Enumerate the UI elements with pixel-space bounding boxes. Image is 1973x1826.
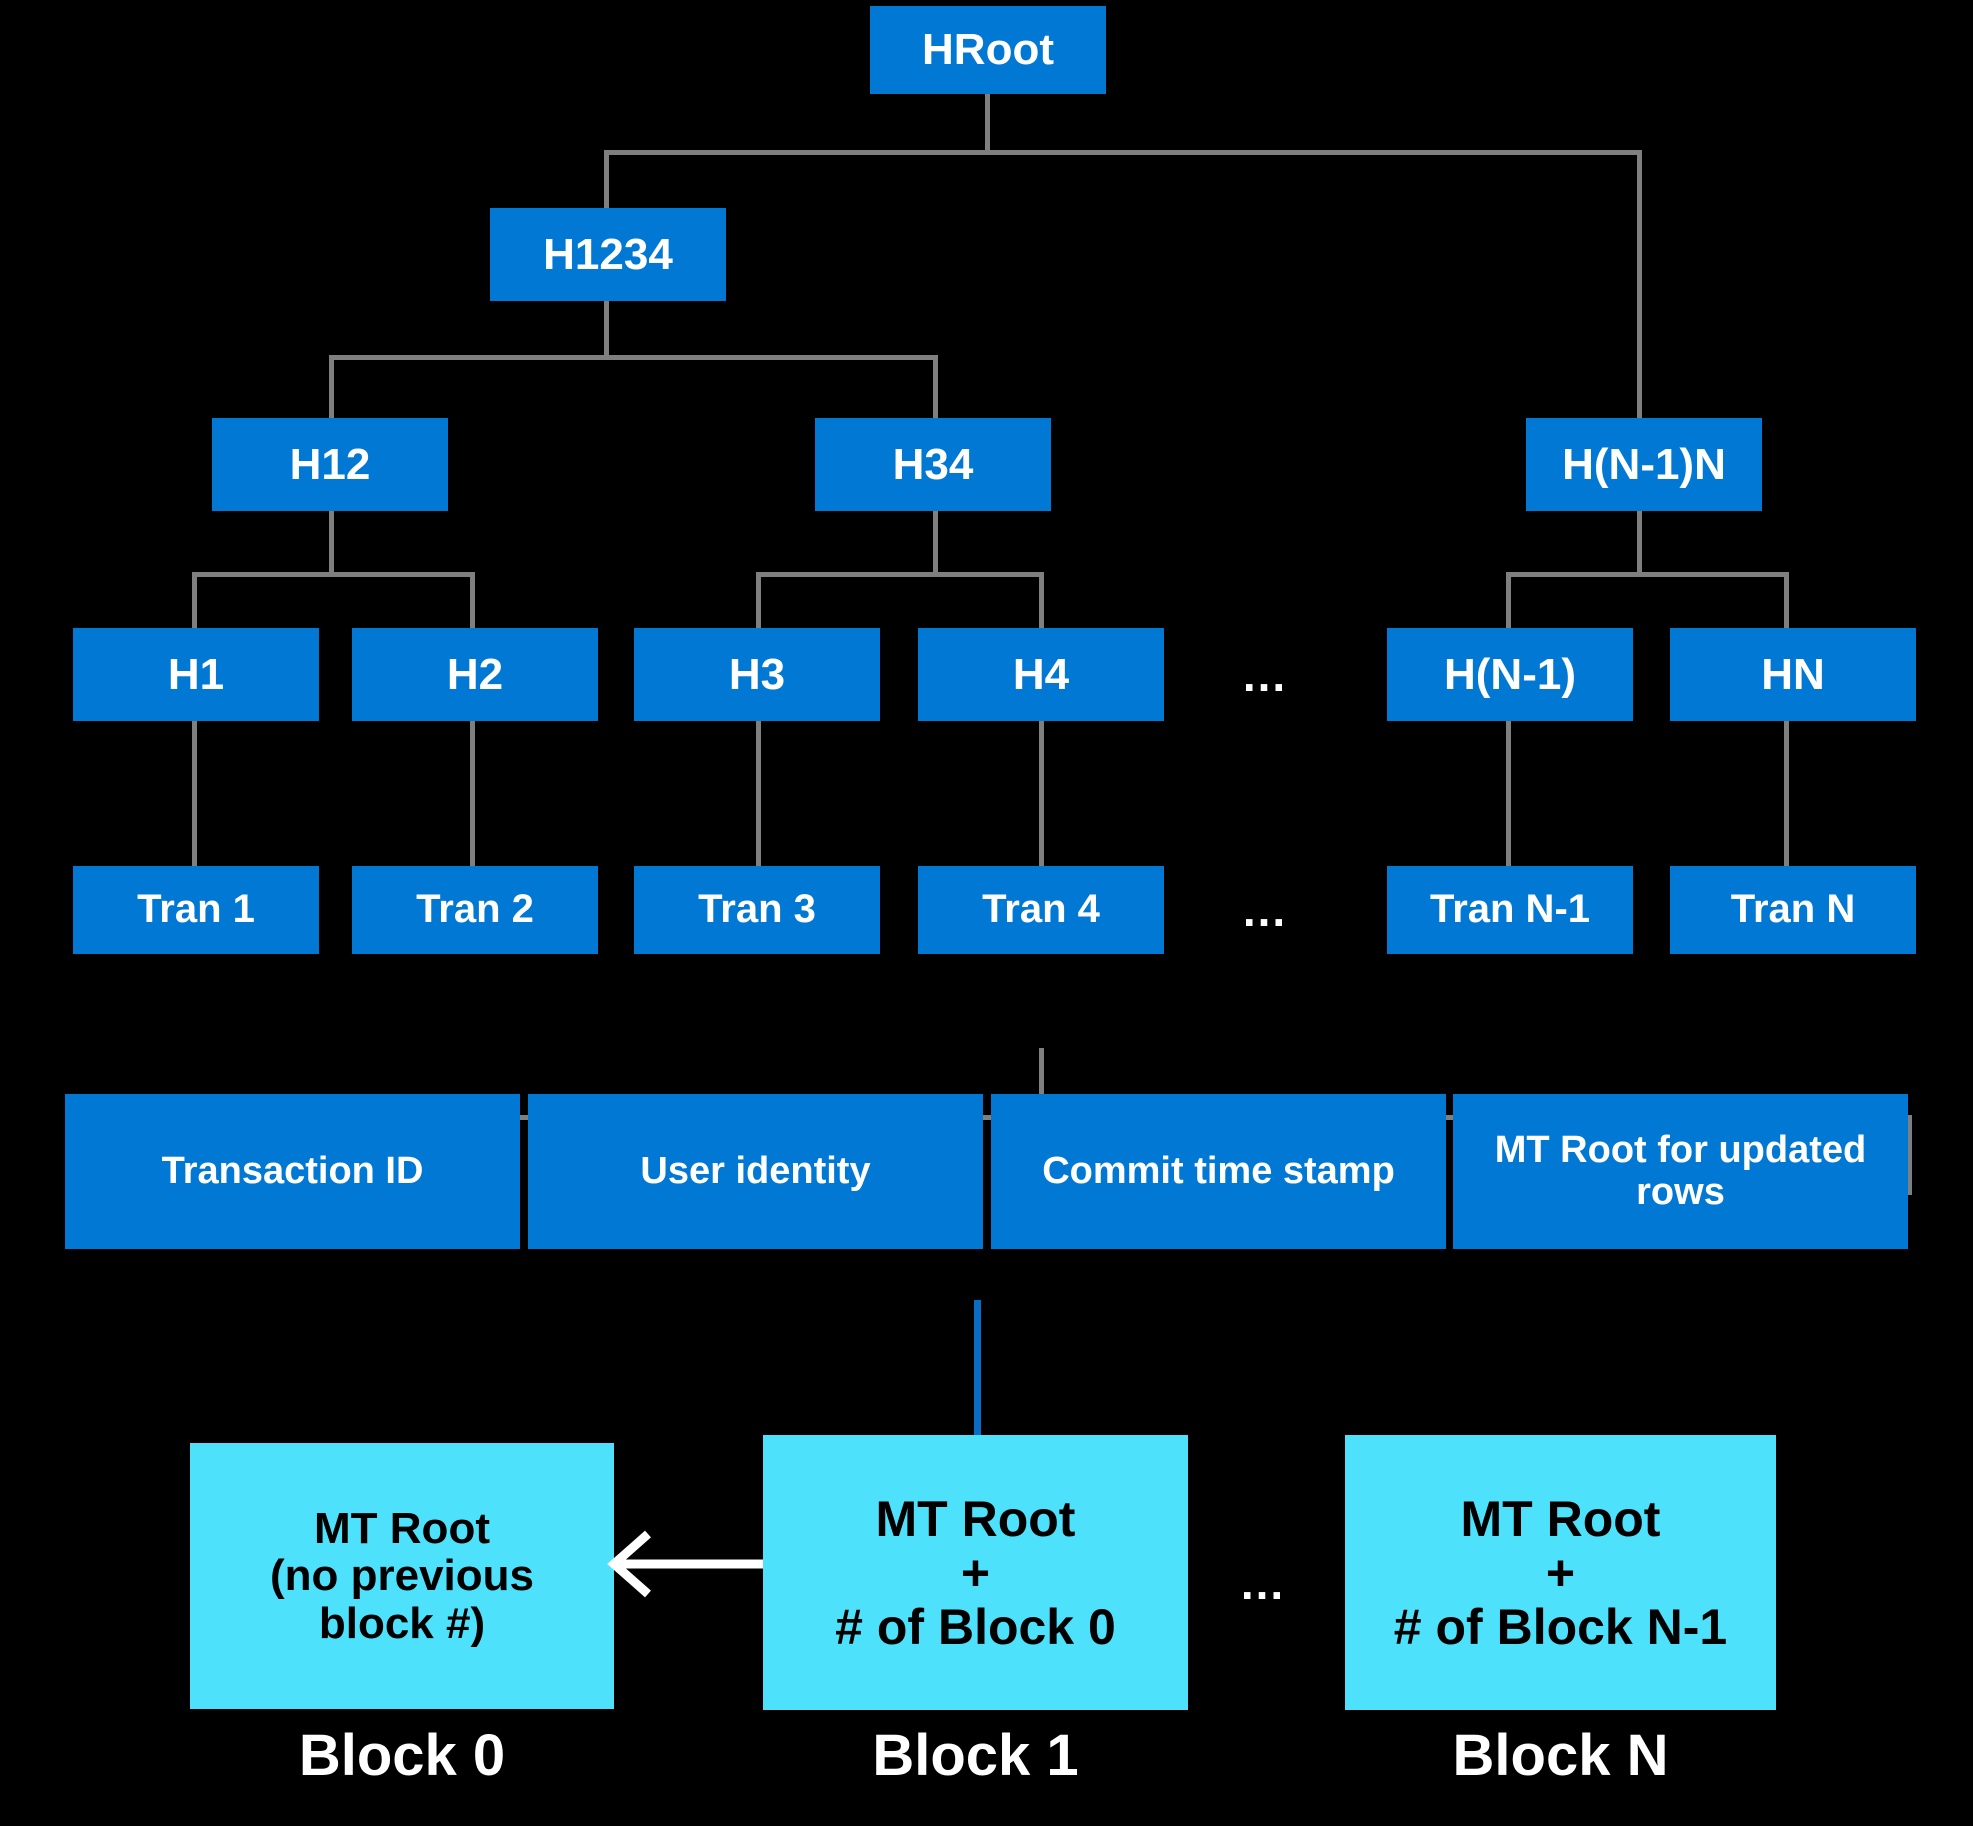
merkle-node-h2[interactable]: H2 (352, 628, 598, 721)
transaction-box-tran-n-1[interactable]: Tran N-1 (1387, 866, 1633, 954)
connector-h1-h2-bus (192, 572, 475, 577)
block-line-3: # of Block N-1 (1393, 1598, 1728, 1655)
block-line-3: # of Block 0 (835, 1598, 1116, 1655)
transaction-label: Tran N (1730, 887, 1856, 932)
connector-h12-h34-bus (329, 355, 938, 360)
block-line-1: MT Root (1460, 1490, 1661, 1547)
connector-h3-h4-bus (756, 572, 1044, 577)
connector-hn1-to-trann1 (1506, 718, 1511, 866)
merkle-node-hn1[interactable]: H(N-1) (1387, 628, 1633, 721)
merkle-level4-ellipsis: ... (1242, 649, 1288, 701)
merkle-node-label: H2 (446, 649, 504, 699)
merkle-node-label: H(N-1) (1444, 649, 1576, 699)
merkle-node-h1[interactable]: H1 (73, 628, 319, 721)
connector-hroot-stem (985, 93, 990, 153)
transaction-label: Tran 3 (698, 887, 816, 932)
block-line-2: + (960, 1544, 991, 1601)
merkle-node-label: HN (1761, 649, 1825, 699)
connector-bus-to-h1 (192, 572, 197, 632)
connector-level2-bus (604, 150, 1641, 155)
detail-field-label: User identity (640, 1149, 871, 1192)
transaction-box-tran-1[interactable]: Tran 1 (73, 866, 319, 954)
block-line-2: + (1545, 1544, 1576, 1601)
transaction-box-tran-4[interactable]: Tran 4 (918, 866, 1164, 954)
connector-hn1n-stem (1637, 510, 1642, 575)
merkle-node-h3[interactable]: H3 (634, 628, 880, 721)
merkle-node-label: HRoot (922, 25, 1054, 75)
block-box-block-1[interactable]: MT Root + # of Block 0 (763, 1435, 1188, 1710)
block-line-1: MT Root (875, 1490, 1076, 1547)
transactions-ellipsis: ... (1242, 884, 1288, 936)
transaction-detail-field-user-identity[interactable]: User identity (528, 1094, 983, 1249)
connector-hn1-hn-bus (1506, 572, 1789, 577)
merkle-node-h12[interactable]: H12 (212, 418, 448, 511)
merkle-node-label: H12 (289, 439, 371, 489)
transaction-box-tran-2[interactable]: Tran 2 (352, 866, 598, 954)
merkle-node-label: H34 (892, 439, 974, 489)
merkle-node-label: H4 (1012, 649, 1070, 699)
transaction-label: Tran 4 (982, 887, 1100, 932)
merkle-node-h4[interactable]: H4 (918, 628, 1164, 721)
connector-bus-to-h1234 (604, 150, 609, 210)
connector-h1234-stem (604, 300, 609, 358)
connector-bus-to-hn1 (1506, 572, 1511, 632)
connector-bus-to-h12 (329, 355, 334, 420)
transaction-box-tran-3[interactable]: Tran 3 (634, 866, 880, 954)
connector-bus-to-hn (1784, 572, 1789, 632)
connector-h2-to-tran2 (470, 718, 475, 866)
transaction-label: Tran N-1 (1429, 887, 1591, 932)
merkle-node-hn[interactable]: HN (1670, 628, 1916, 721)
transaction-box-tran-n[interactable]: Tran N (1670, 866, 1916, 954)
merkle-node-hn1n[interactable]: H(N-1)N (1526, 418, 1762, 511)
connector-bus-to-hn1n (1637, 150, 1642, 422)
transaction-detail-field-commit-time-stamp[interactable]: Commit time stamp (991, 1094, 1446, 1249)
connector-h1-to-tran1 (192, 718, 197, 866)
block-line-1: MT Root (314, 1503, 490, 1553)
connector-hn-to-trann (1784, 718, 1789, 866)
connector-bus-to-h3 (756, 572, 761, 632)
merkle-node-label: H3 (728, 649, 786, 699)
connector-h34-stem (933, 510, 938, 575)
block-caption-block-1: Block 1 (872, 1722, 1079, 1788)
connector-h3-to-tran3 (756, 718, 761, 866)
connector-mtroot-to-block1 (974, 1300, 981, 1437)
connector-bus-to-h2 (470, 572, 475, 632)
connector-h4-to-tran4 (1039, 718, 1044, 866)
merkle-node-hroot[interactable]: HRoot (870, 6, 1106, 94)
transaction-label: Tran 2 (416, 887, 534, 932)
detail-field-label: Commit time stamp (1042, 1149, 1395, 1192)
connector-tran4-to-detail (1039, 1048, 1044, 1118)
arrow-block1-to-block0 (607, 1530, 763, 1598)
block-caption-block-0: Block 0 (298, 1722, 506, 1788)
merkle-node-label: H1 (167, 649, 225, 699)
block-line-2: (no previous (269, 1551, 535, 1601)
block-box-block-0[interactable]: MT Root (no previous block #) (190, 1443, 614, 1709)
merkle-node-label: H1234 (543, 229, 673, 279)
merkle-node-h1234[interactable]: H1234 (490, 208, 726, 301)
blockchain-ellipsis: ... (1240, 1557, 1286, 1609)
merkle-node-h34[interactable]: H34 (815, 418, 1051, 511)
transaction-label: Tran 1 (137, 887, 255, 932)
block-box-block-n[interactable]: MT Root + # of Block N-1 (1345, 1435, 1776, 1710)
transaction-detail-field-mt-root-for-updated-rows[interactable]: MT Root for updated rows (1453, 1094, 1908, 1249)
transaction-detail-field-transaction-id[interactable]: Transaction ID (65, 1094, 520, 1249)
block-caption-block-n: Block N (1452, 1722, 1669, 1788)
connector-detail-bracket-right (1907, 1115, 1912, 1195)
connector-h12-stem (329, 510, 334, 575)
detail-field-label: MT Root for updated rows (1494, 1129, 1867, 1213)
detail-field-label: Transaction ID (161, 1149, 424, 1192)
connector-bus-to-h34 (933, 355, 938, 420)
block-line-3: block #) (318, 1598, 486, 1648)
connector-bus-to-h4 (1039, 572, 1044, 632)
merkle-node-label: H(N-1)N (1562, 439, 1726, 489)
